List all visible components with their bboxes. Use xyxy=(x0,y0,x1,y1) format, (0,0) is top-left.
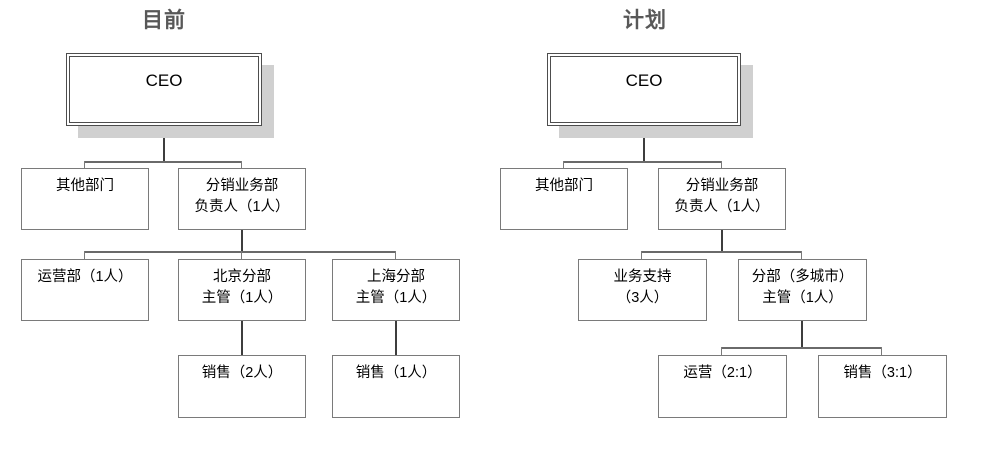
left-ceo-node[interactable]: CEO xyxy=(66,53,274,138)
right-ceo-label: CEO xyxy=(550,56,738,123)
connector-right-level2-bar xyxy=(563,161,722,163)
left-ceo-label: CEO xyxy=(69,56,259,123)
right-sales-label: 销售（3:1） xyxy=(843,365,922,381)
right-branch-line1: 分部（多城市） xyxy=(751,269,854,285)
connector-right-level4-bar xyxy=(721,347,882,349)
connector-right-to-operations xyxy=(721,347,722,356)
right-other-dept-label: 其他部门 xyxy=(535,178,593,194)
right-ceo-frame: CEO xyxy=(547,53,741,126)
connector-right-to-sales xyxy=(881,347,882,356)
right-operations-label: 运营（2:1） xyxy=(683,365,762,381)
left-shanghai-line2: 主管（1人） xyxy=(355,290,437,306)
connector-right-to-other xyxy=(563,161,564,169)
right-node-other-dept[interactable]: 其他部门 xyxy=(500,168,628,230)
connector-right-to-branch xyxy=(801,251,802,259)
left-node-shanghai[interactable]: 上海分部 主管（1人） xyxy=(332,259,460,321)
connector-right-distribution-drop xyxy=(721,230,723,252)
right-support-line2: （3人） xyxy=(616,290,669,306)
left-node-sales-shanghai[interactable]: 销售（1人） xyxy=(332,355,460,418)
connector-left-to-operations xyxy=(84,251,85,259)
connector-right-ceo-drop xyxy=(643,126,645,162)
connector-left-to-other xyxy=(84,161,85,169)
left-beijing-line2: 主管（1人） xyxy=(201,290,283,306)
right-support-line1: 业务支持 xyxy=(613,269,672,285)
left-distribution-line1: 分销业务部 xyxy=(205,178,279,194)
left-distribution-line2: 负责人（1人） xyxy=(194,199,290,215)
connector-left-shanghai-drop xyxy=(395,321,397,356)
connector-right-to-support xyxy=(641,251,642,259)
connector-left-beijing-drop xyxy=(241,321,243,356)
right-node-operations[interactable]: 运营（2:1） xyxy=(658,355,787,418)
right-distribution-line2: 负责人（1人） xyxy=(674,199,770,215)
right-ceo-node[interactable]: CEO xyxy=(547,53,753,138)
left-ceo-frame: CEO xyxy=(66,53,262,126)
left-panel-title: 目前 xyxy=(142,9,186,32)
right-node-sales[interactable]: 销售（3:1） xyxy=(818,355,947,418)
connector-right-to-distribution xyxy=(721,161,722,169)
right-node-distribution[interactable]: 分销业务部 负责人（1人） xyxy=(658,168,786,230)
left-operations-label: 运营部（1人） xyxy=(37,269,133,285)
connector-left-to-beijing xyxy=(241,251,242,259)
left-node-sales-beijing[interactable]: 销售（2人） xyxy=(178,355,306,418)
left-sales-beijing-label: 销售（2人） xyxy=(201,365,283,381)
connector-left-level2-bar xyxy=(84,161,242,163)
right-node-branch[interactable]: 分部（多城市） 主管（1人） xyxy=(738,259,867,321)
left-node-operations[interactable]: 运营部（1人） xyxy=(21,259,149,321)
left-sales-shanghai-label: 销售（1人） xyxy=(355,365,437,381)
left-shanghai-line1: 上海分部 xyxy=(367,269,425,285)
right-branch-line2: 主管（1人） xyxy=(762,290,843,306)
left-other-dept-label: 其他部门 xyxy=(56,178,114,194)
connector-left-distribution-drop xyxy=(241,230,243,252)
connector-right-branch-drop xyxy=(801,321,803,348)
connector-left-ceo-drop xyxy=(163,126,165,162)
connector-right-level3-bar xyxy=(641,251,802,253)
connector-left-to-distribution xyxy=(241,161,242,169)
connector-left-level3-bar xyxy=(84,251,396,253)
left-node-other-dept[interactable]: 其他部门 xyxy=(21,168,149,230)
left-node-beijing[interactable]: 北京分部 主管（1人） xyxy=(178,259,306,321)
right-distribution-line1: 分销业务部 xyxy=(685,178,759,194)
left-node-distribution[interactable]: 分销业务部 负责人（1人） xyxy=(178,168,306,230)
left-beijing-line1: 北京分部 xyxy=(213,269,271,285)
connector-left-to-shanghai xyxy=(395,251,396,259)
right-node-support[interactable]: 业务支持 （3人） xyxy=(578,259,707,321)
right-panel-title: 计划 xyxy=(623,9,667,32)
